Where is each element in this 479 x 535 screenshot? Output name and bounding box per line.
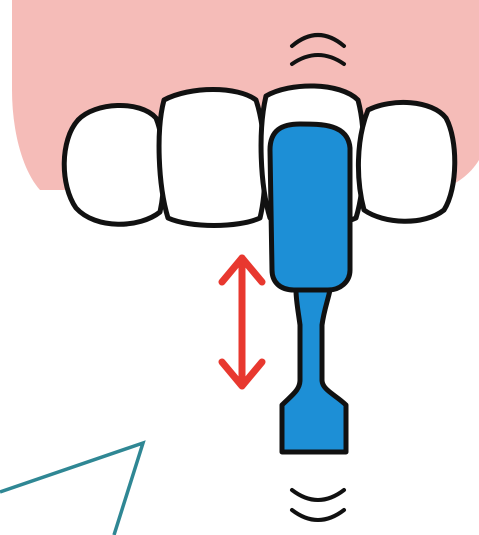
front-teeth [64,86,455,226]
motion-marks-bottom [292,490,344,520]
tooth-far-left [64,105,164,224]
up-down-arrow-icon [222,258,262,386]
callout-pointer [0,443,143,535]
toothbrush-head [270,124,350,290]
toothbrush-neck [282,290,346,452]
tooth-left-center [159,90,265,226]
toothbrush [270,124,350,452]
tooth-far-right [358,102,454,221]
